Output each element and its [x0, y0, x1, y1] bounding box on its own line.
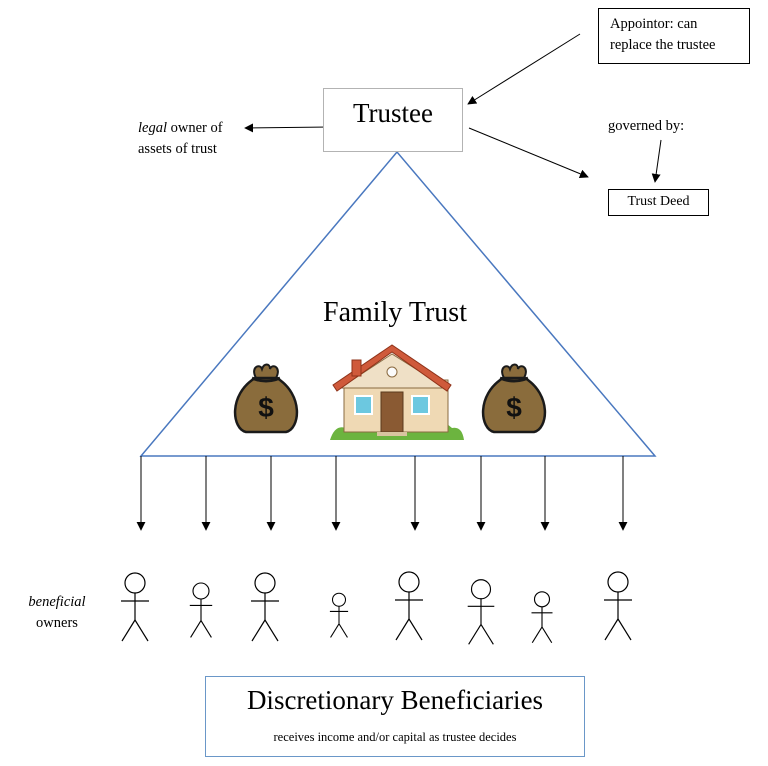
legal-owner-label: legal owner of assets of trust — [138, 118, 223, 160]
stick-figure-icon — [121, 572, 149, 642]
trust-deed-arrow — [468, 127, 589, 179]
money-bag-icon: $ — [233, 363, 299, 434]
legal-emphasis: legal — [138, 120, 167, 136]
governed-by-label: governed by: — [608, 116, 684, 137]
stick-figure-icon — [531, 591, 553, 644]
stick-figure-icon — [467, 579, 495, 645]
trustee-label: Trustee — [352, 98, 433, 128]
trust-deed-box: Trust Deed — [608, 189, 709, 216]
legal-owner-line2: assets of trust — [138, 141, 217, 157]
beneficial-owners-line2: owners — [36, 615, 78, 631]
discretionary-subtitle: receives income and/or capital as truste… — [273, 730, 517, 744]
dollar-sign: $ — [258, 392, 274, 423]
appointor-box: Appointor: can replace the trustee — [598, 8, 750, 64]
family-trust-triangle — [139, 150, 657, 457]
discretionary-beneficiaries-box: Discretionary Beneficiaries receives inc… — [205, 676, 585, 757]
family-trust-label: Family Trust — [323, 297, 467, 328]
stick-figure-icon — [251, 572, 279, 642]
beneficiary-arrows — [136, 456, 628, 531]
house-icon — [330, 344, 464, 440]
trustee-box: Trustee — [323, 88, 463, 152]
legal-owner-rest: owner of — [167, 120, 223, 136]
governed-text: governed by: — [608, 118, 685, 134]
trust-deed-label: Trust Deed — [627, 194, 690, 209]
beneficial-emphasis: beneficial — [28, 594, 86, 610]
stick-figure-icon — [395, 571, 423, 641]
appointor-line2: replace the trustee — [610, 37, 716, 53]
appointor-line1: Appointor: can — [610, 16, 698, 32]
appointor-arrow — [467, 33, 581, 105]
beneficial-owners-label: beneficial owners — [12, 592, 102, 634]
legal-owner-arrow — [244, 123, 331, 133]
dollar-sign: $ — [506, 392, 522, 423]
governed-arrow — [651, 139, 662, 183]
stick-figure-icon — [189, 582, 213, 638]
discretionary-title: Discretionary Beneficiaries — [246, 685, 544, 715]
stick-figure-icon — [329, 592, 349, 638]
stick-figure-icon — [604, 571, 632, 641]
money-bag-icon: $ — [481, 363, 547, 434]
